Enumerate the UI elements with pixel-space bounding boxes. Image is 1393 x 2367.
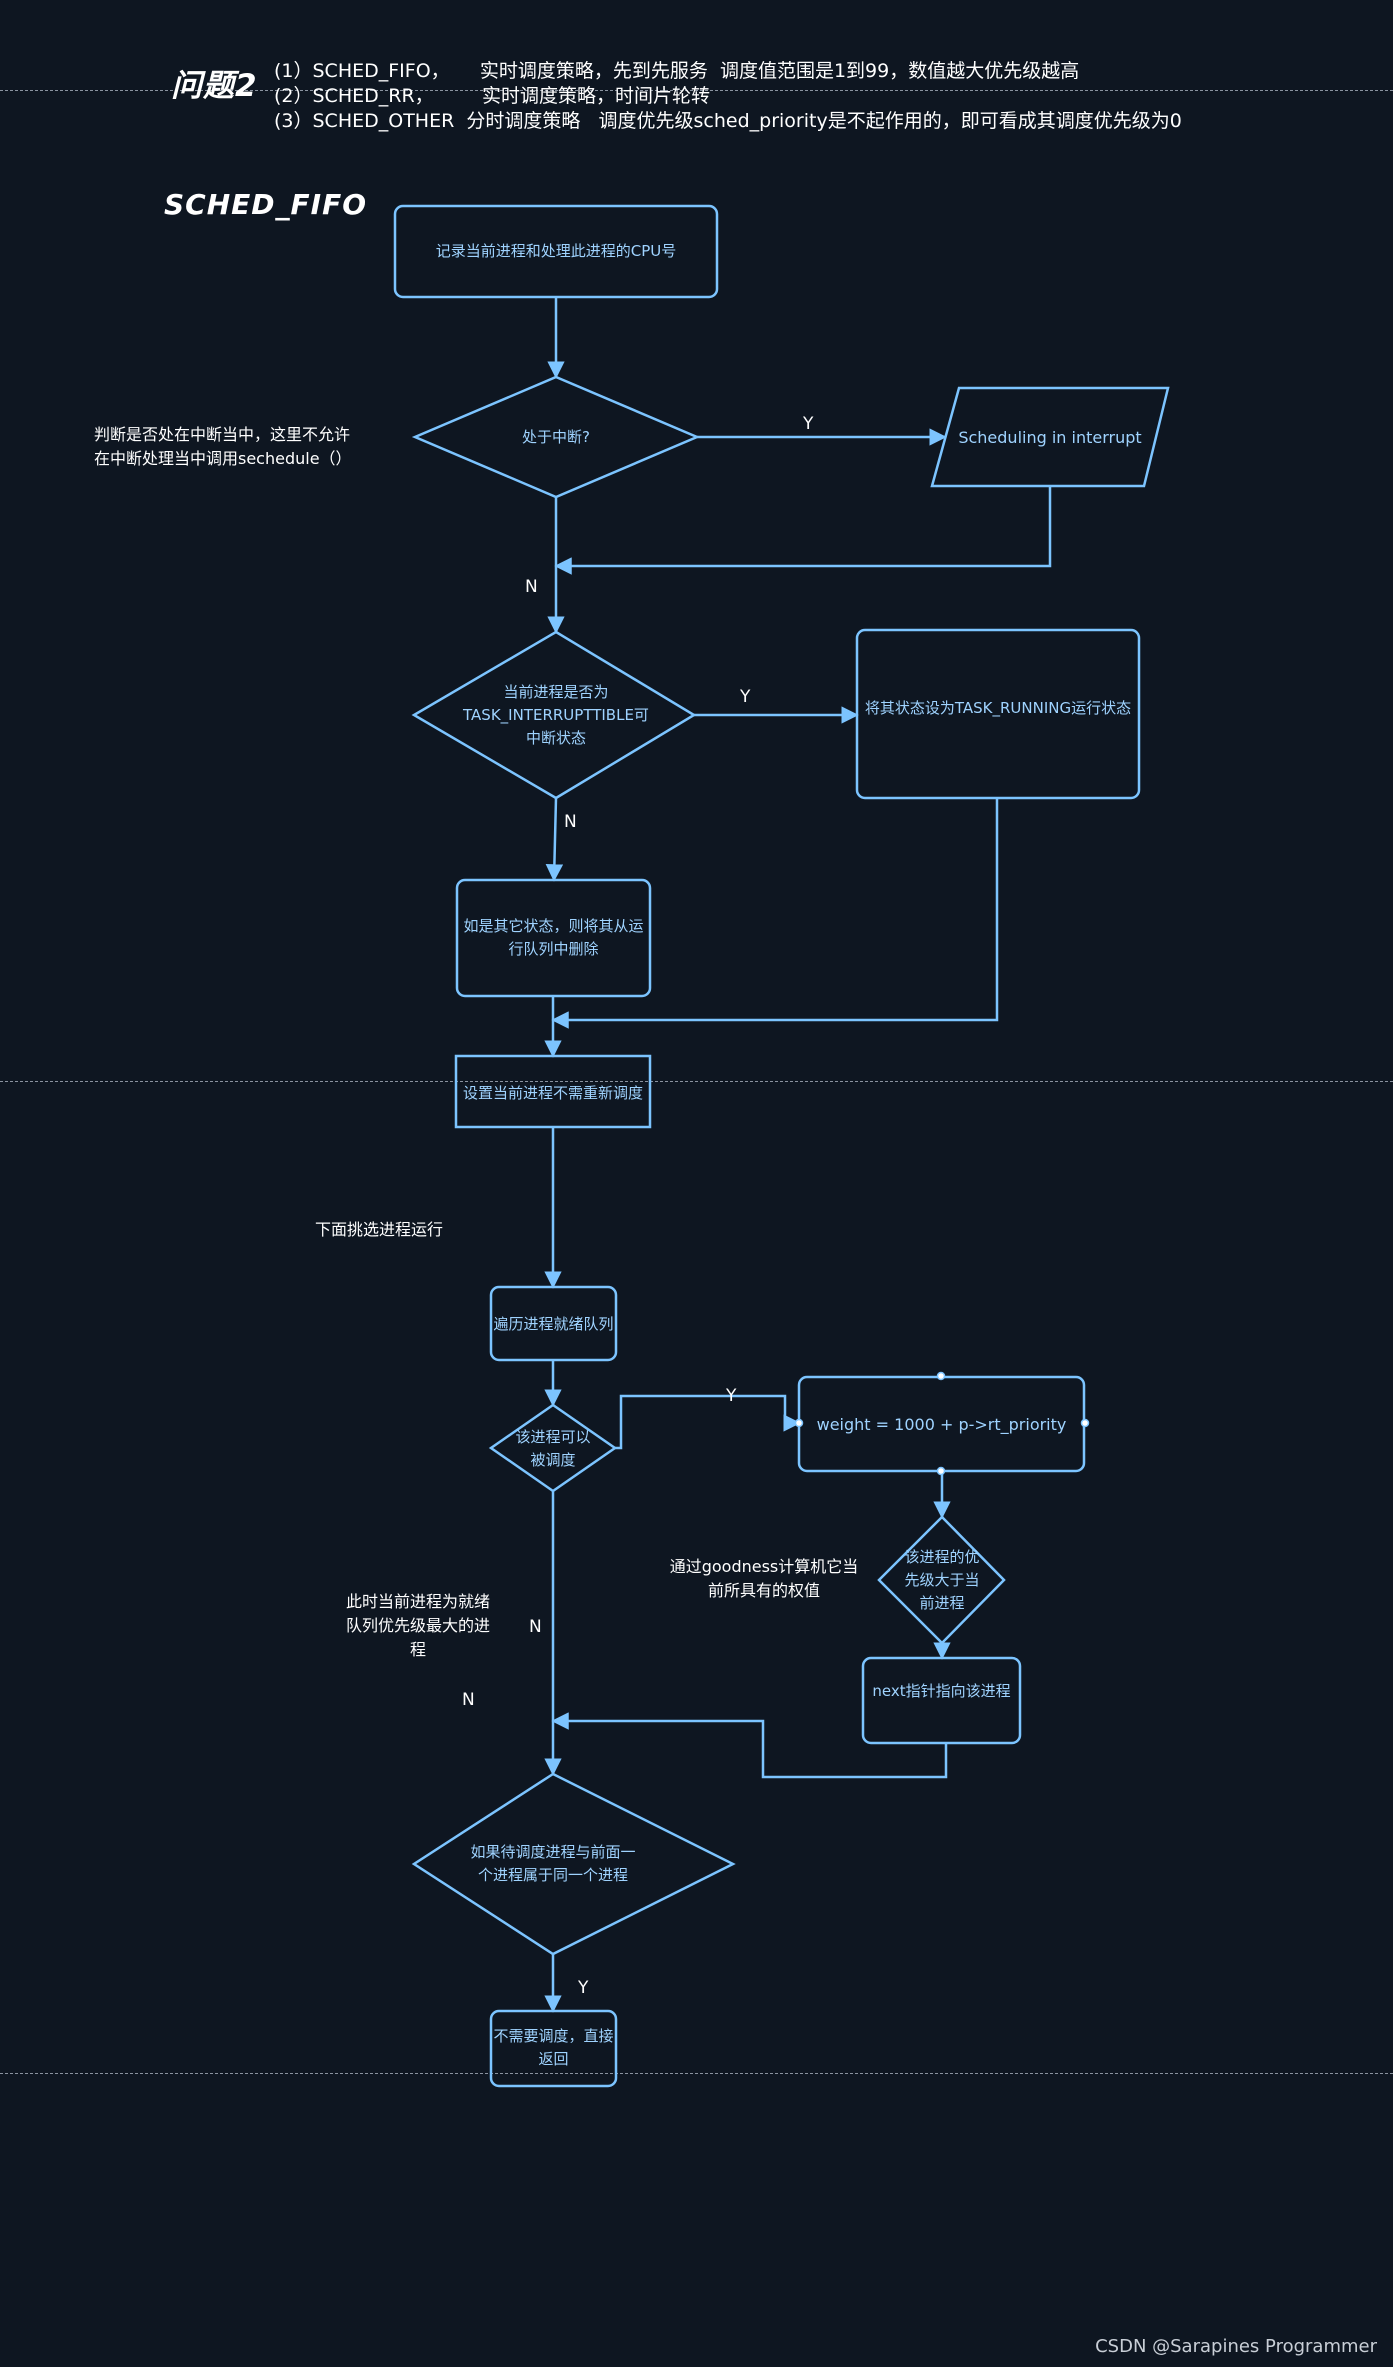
node-in-interrupt-label: 处于中断? [522, 427, 590, 446]
watermark: CSDN @Sarapines Programmer [1095, 2336, 1377, 2357]
edge-label-interrupt-yes: Y [803, 414, 814, 434]
node-traverse-ready-label: 遍历进程就绪队列 [493, 1314, 614, 1333]
node-set-no-resched-label: 设置当前进程不需重新调度 [462, 1083, 643, 1102]
node-can-schedule-label: 该进程可以被调度 [515, 1428, 591, 1469]
edge-next-return [551, 1712, 948, 1779]
node-next-points-label: next指针指向该进程 [872, 1681, 1011, 1700]
edge-sched-return [554, 486, 1052, 575]
interrupt-note: 判断是否处在中断当中，这里不允许在中断处理当中调用sechedule（） [94, 425, 352, 468]
node-no-schedule-return-label: 不需要调度，直接返回 [493, 2027, 614, 2068]
node-record-cpu-label: 记录当前进程和处理此进程的CPU号 [435, 242, 677, 260]
edge-interruptible-no [545, 797, 564, 882]
edge-label-schedule-no: N [529, 1617, 542, 1637]
connection-point [794, 1418, 804, 1428]
edge-running-merge [551, 798, 999, 1029]
node-set-running-label: 将其状态设为TASK_RUNNING运行状态 [864, 698, 1132, 717]
node-weight-calc-label: weight = 1000 + p->rt_priority [816, 1414, 1067, 1434]
goodness-note: 通过goodness计算机它当前所具有的权值 [669, 1557, 859, 1600]
policy-line-3: (3）SCHED_OTHER 分时调度策略 调度优先级sched_priorit… [274, 110, 1182, 132]
connection-point [1080, 1418, 1090, 1428]
policy-line-1: (1）SCHED_FIFO， 实时调度策略，先到先服务 调度值范围是1到99，数… [274, 60, 1080, 82]
edge-label-interruptible-yes: Y [740, 687, 751, 707]
divider-line [0, 2073, 1393, 2074]
edge-can-yes [615, 1394, 801, 1450]
divider-line [0, 1081, 1393, 1082]
node-is-interruptible-label: 当前进程是否为TASK_INTERRUPTTIBLE可中断状态 [463, 682, 649, 747]
node-sched-in-interrupt [930, 386, 1170, 488]
node-same-process-label: 如果待调度进程与前面一个进程属于同一个进程 [470, 1843, 636, 1884]
node-sched-in-interrupt-label: Scheduling in interrupt [958, 427, 1142, 447]
edge-label-same-yes: Y [578, 1978, 589, 1998]
divider-line [0, 90, 1393, 91]
connection-point [936, 1371, 946, 1381]
pick-note: 下面挑选进程运行 [315, 1220, 444, 1239]
max-priority-note: 此时当前进程为就绪队列优先级最大的进程 [345, 1592, 490, 1659]
policy-line-2: (2）SCHED_RR， 实时调度策略，时间片轮转 [274, 85, 710, 107]
node-priority-higher-label: 该进程的优先级大于当前进程 [904, 1547, 980, 1612]
edge-label-loop-no: N [462, 1690, 475, 1710]
connection-point [936, 1466, 946, 1476]
section-title: SCHED_FIFO [164, 188, 367, 221]
edge-label-interrupt-no: N [525, 577, 538, 597]
question-label: 问题2 [171, 68, 258, 104]
node-remove-from-queue-label: 如是其它状态，则将其从运行队列中删除 [463, 917, 644, 958]
edge-label-interruptible-no: N [564, 812, 577, 832]
edge-label-schedule-yes: Y [726, 1386, 737, 1406]
